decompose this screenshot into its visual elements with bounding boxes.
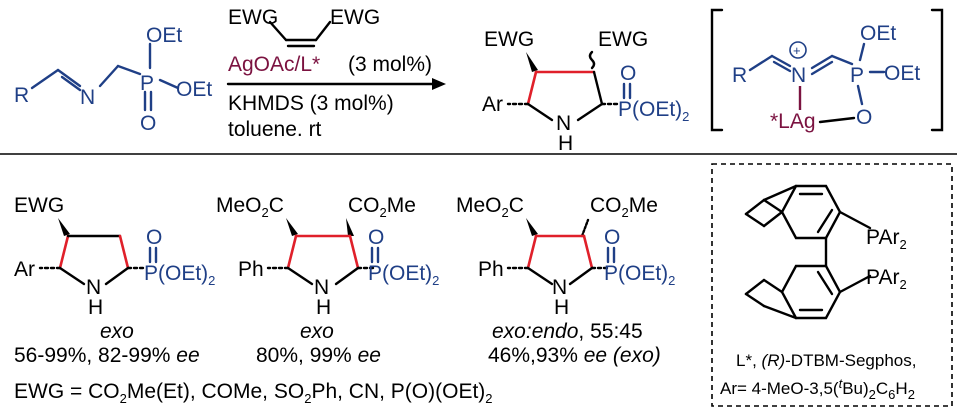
solvent-label: toluene. rt xyxy=(228,118,322,141)
int-r: R xyxy=(732,64,747,87)
sm-oet1-label: OEt xyxy=(146,24,182,47)
example-2: MeO2C CO2Me Ph N H O P(OEt)2 exo 80%, 99… xyxy=(216,194,439,367)
int-lag: *LAg xyxy=(770,110,816,133)
ex2-o: O xyxy=(368,226,384,249)
ex2-phosphonate: P(OEt)2 xyxy=(368,262,439,288)
ligand-caption-2: Ar= 4-MeO-3,5(tBu)2C6H2 xyxy=(720,376,915,402)
ex2-n: N xyxy=(314,276,329,299)
ex2-yield: 80%, 99% ee xyxy=(256,344,381,367)
ex2-ph: Ph xyxy=(238,258,264,281)
ex2-ester-left: MeO2C xyxy=(216,194,284,220)
ligand-caption-1: L*, (R)-DTBM-Segphos, xyxy=(736,351,916,370)
ex1-yield: 56-99%, 82-99% ee xyxy=(14,344,200,367)
product-ar: Ar xyxy=(482,93,503,116)
starting-material: R N P OEt OEt O xyxy=(14,24,212,135)
int-p: P xyxy=(850,64,864,87)
product-o: O xyxy=(620,62,636,85)
ex2-ester-right: CO2Me xyxy=(348,194,416,220)
ex3-yield: 46%,93% ee (exo) xyxy=(488,344,661,367)
ex2-label: exo xyxy=(300,320,334,343)
ex2-h: H xyxy=(316,296,331,319)
sm-r-label: R xyxy=(14,84,29,107)
ligand-par1: PAr2 xyxy=(866,226,907,252)
ex1-ewg: EWG xyxy=(14,194,64,217)
sm-o-label: O xyxy=(140,112,156,135)
ex1-h: H xyxy=(88,296,103,319)
base-label: KHMDS (3 mol%) xyxy=(228,92,394,115)
ligand-par2: PAr2 xyxy=(866,266,907,292)
example-3: MeO2C CO2Me Ph N H O P(OEt)2 exo:endo, 5… xyxy=(456,194,675,367)
reaction-conditions: EWG EWG AgOAc/L* (3 mol%) KHMDS (3 mol%)… xyxy=(226,6,446,141)
catalyst-loading: (3 mol%) xyxy=(348,53,432,76)
sm-n-label: N xyxy=(80,86,95,109)
product-n: N xyxy=(556,112,571,135)
ex3-ph: Ph xyxy=(478,258,504,281)
silver-intermediate: R + N P OEt OEt O *LAg xyxy=(710,8,944,133)
ex3-ester-left: MeO2C xyxy=(456,194,524,220)
sm-p-label: P xyxy=(140,72,154,95)
ex1-ar: Ar xyxy=(14,258,35,281)
int-o: O xyxy=(856,106,872,129)
ex3-label: exo:endo, 55:45 xyxy=(492,320,643,343)
alkene-ewg-left: EWG xyxy=(228,6,278,29)
product-h: H xyxy=(558,132,573,155)
ex3-phosphonate: P(OEt)2 xyxy=(604,262,675,288)
example-1: EWG Ar N H O P(OEt)2 exo 56-99%, 82-99% … xyxy=(14,194,215,367)
catalyst-label: AgOAc/L* xyxy=(228,53,320,76)
product-phosphonate: P(OEt)2 xyxy=(618,98,689,124)
alkene-ewg-right: EWG xyxy=(330,6,380,29)
ex1-phosphonate: P(OEt)2 xyxy=(144,262,215,288)
ex3-ester-right: CO2Me xyxy=(590,194,658,220)
ex3-h: H xyxy=(554,296,569,319)
ex1-label: exo xyxy=(100,320,134,343)
int-oet1: OEt xyxy=(860,22,896,45)
ex1-o: O xyxy=(146,226,162,249)
int-plus: + xyxy=(793,43,801,58)
product-pyrrolidine: EWG EWG N H Ar O P(OEt)2 xyxy=(482,28,689,155)
product-ewg1: EWG xyxy=(484,28,534,51)
int-oet2: OEt xyxy=(884,62,920,85)
ewg-definition: EWG = CO2Me(Et), COMe, SO2Ph, CN, P(O)(O… xyxy=(14,380,493,406)
sm-oet2-label: OEt xyxy=(176,78,212,101)
ex3-o: O xyxy=(604,226,620,249)
int-n: N xyxy=(791,64,806,87)
product-ewg2: EWG xyxy=(598,28,648,51)
ex3-n: N xyxy=(552,276,567,299)
ex1-n: N xyxy=(86,276,101,299)
ligand-box: PAr2 PAr2 L*, (R)-DTBM-Segphos, Ar= 4-Me… xyxy=(711,163,953,407)
